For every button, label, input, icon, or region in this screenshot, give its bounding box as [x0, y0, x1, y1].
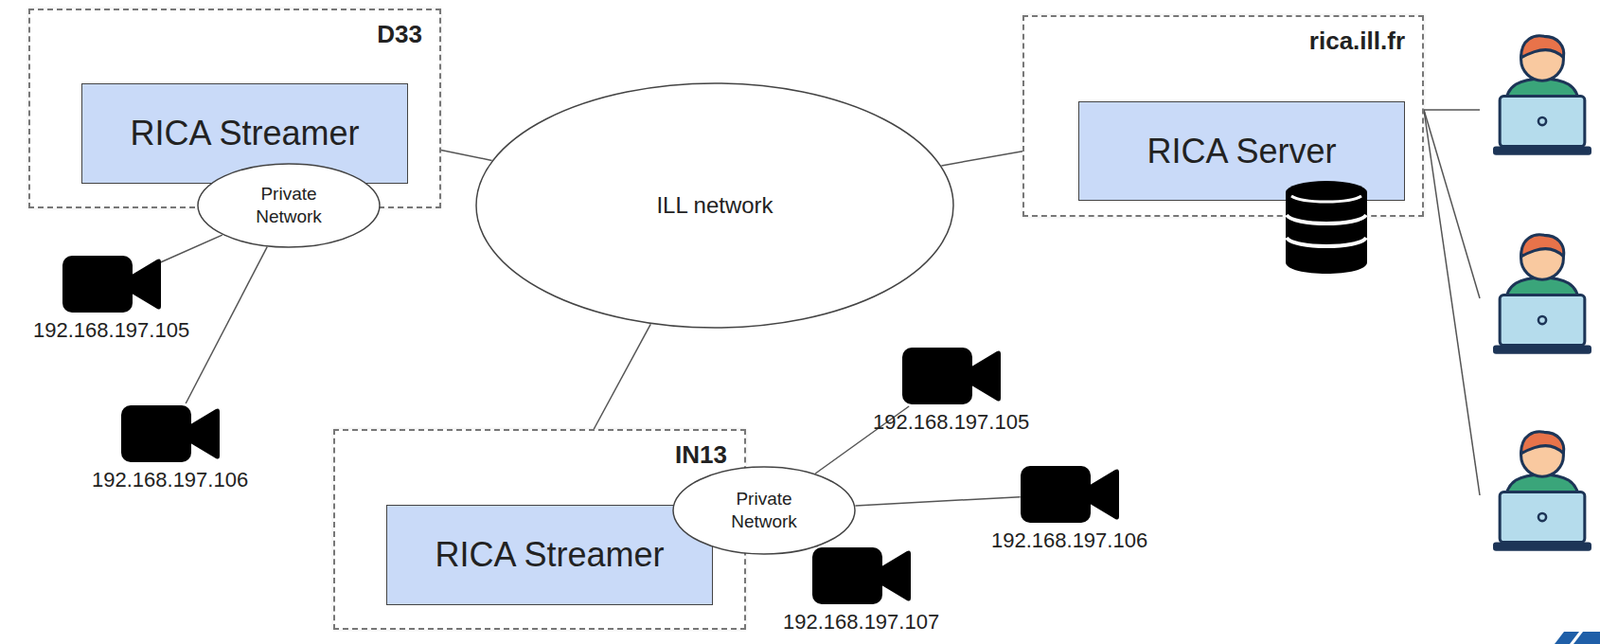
ip-address: 192.168.197.106: [991, 528, 1148, 553]
user-links: [1423, 109, 1480, 496]
box-label: RICA Server: [1146, 131, 1336, 172]
camera: 192.168.197.107: [782, 545, 940, 635]
ellipse-label: Private Network: [702, 487, 826, 534]
connector-line: [185, 247, 267, 404]
ip-address: 192.168.197.105: [872, 409, 1030, 435]
camera-lens: [187, 408, 220, 459]
ellipse-shape: [476, 83, 954, 328]
connector-line: [854, 497, 1020, 506]
private-network: Private Network: [196, 162, 381, 249]
camera: 192.168.197.105: [872, 345, 1030, 435]
camera-icon: [812, 545, 911, 606]
ellipse-outline: [672, 465, 856, 555]
camera-icon: [902, 345, 1001, 407]
box-label: RICA Streamer: [434, 534, 664, 575]
connector-line: [941, 151, 1023, 166]
ellipse-shape: [673, 466, 855, 554]
box-label: RICA Streamer: [129, 113, 359, 154]
ellipse-text: ILL network: [563, 191, 867, 220]
camera-icon: [121, 403, 220, 464]
camera-icon: [62, 253, 161, 315]
ellipse-text: Private Network: [227, 182, 351, 229]
ip-address: 192.168.197.107: [782, 609, 940, 635]
ellipse-label: Private Network: [227, 182, 351, 229]
ellipse-shape: [197, 163, 380, 248]
ellipse-outline: [196, 162, 381, 249]
user-icon: [1493, 35, 1592, 156]
private-network: Private Network: [672, 465, 856, 555]
camera-body: [812, 547, 883, 605]
camera: 192.168.197.106: [91, 403, 249, 493]
server-host-box: rica.ill.frRICA Server: [1022, 15, 1424, 217]
connector-line: [160, 234, 223, 263]
camera-body: [1020, 465, 1091, 523]
connector-line: [441, 150, 493, 161]
connector-line: [593, 323, 651, 429]
user-icon: [1493, 431, 1592, 552]
group-title: IN13: [675, 440, 728, 469]
network-cloud: ILL network: [475, 82, 955, 329]
ellipse-text: Private Network: [702, 487, 826, 534]
camera-lens: [128, 258, 161, 309]
camera: 192.168.197.105: [33, 253, 190, 343]
ip-address: 192.168.197.106: [91, 467, 249, 493]
camera-body: [902, 347, 973, 405]
database-icon: [1283, 178, 1369, 278]
ellipse-label: ILL network: [563, 191, 867, 220]
camera-body: [62, 255, 133, 313]
logo: [1554, 631, 1600, 644]
streamer-box: RICA Streamer: [386, 504, 713, 605]
camera-lens: [878, 550, 911, 601]
camera-lens: [968, 350, 1001, 401]
user-icon: [1493, 234, 1592, 355]
ip-address: 192.168.197.105: [33, 318, 190, 343]
group-title: rica.ill.fr: [1309, 26, 1405, 55]
camera-icon: [1020, 463, 1120, 525]
camera-body: [121, 405, 192, 463]
group-title: D33: [376, 19, 423, 49]
camera: 192.168.197.106: [991, 463, 1148, 553]
camera-lens: [1086, 468, 1120, 519]
